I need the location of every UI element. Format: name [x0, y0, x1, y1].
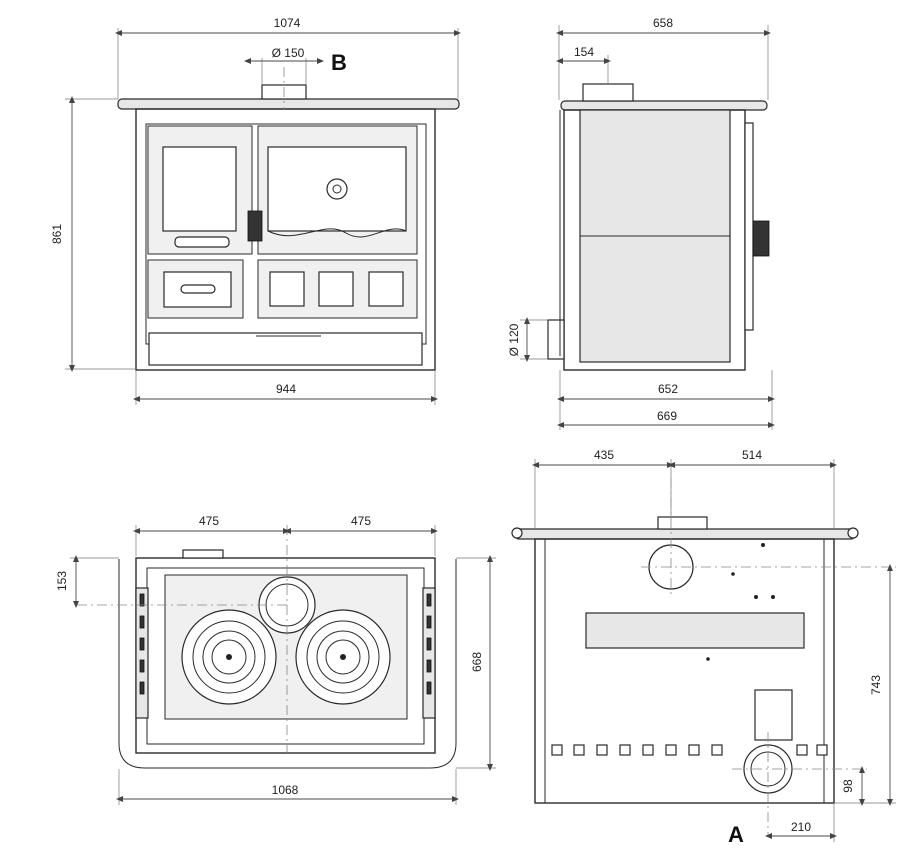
right-vent-icon-2: [426, 615, 432, 629]
view-b-label: B: [331, 50, 347, 75]
right-side-vents: [422, 587, 436, 719]
top-rail: [118, 559, 457, 769]
rear-access-panel: [754, 689, 793, 741]
rear-screw-icon-1: [761, 543, 765, 547]
rear-screw-icon-3: [754, 595, 758, 599]
front-plinth: [148, 332, 423, 366]
rear-bottom-vent-3: [596, 744, 608, 756]
side-view: 658 154 Ø 120 652 669: [507, 16, 775, 430]
door-latch-icon: [247, 210, 263, 242]
rear-inner-panel: [544, 538, 825, 804]
right-vent-icon-3: [426, 637, 432, 651]
top-width-label: 1068: [272, 783, 299, 797]
front-flue-diameter-label: Ø 150: [272, 46, 305, 60]
rear-bottom-vent-4: [619, 744, 631, 756]
left-hotplate-center: [226, 654, 232, 660]
top-left-offset-label: 475: [199, 514, 219, 528]
top-flue-stub: [182, 549, 224, 559]
rear-right-offset-label: 514: [742, 448, 762, 462]
rear-bottom-vent-7: [688, 744, 700, 756]
left-vent-icon-1: [139, 593, 145, 607]
right-hotplate-ring-2: [316, 630, 370, 684]
right-vent-icon-1: [426, 593, 432, 607]
thermometer-dial-icon: [332, 184, 342, 194]
rear-view: 435 514 743 98 210 A: [511, 448, 896, 847]
rear-left-offset-label: 435: [594, 448, 614, 462]
rear-cooktop-rim: [514, 528, 856, 540]
firebox-window: [162, 146, 237, 232]
side-cooktop-rim: [560, 100, 768, 111]
top-right-offset-label: 475: [351, 514, 371, 528]
right-vent-icon-4: [426, 659, 432, 673]
rear-vent-bar: [585, 612, 805, 649]
front-body: [135, 108, 436, 371]
left-hotplate-ring-2: [202, 630, 256, 684]
rear-bottom-vent-5: [642, 744, 654, 756]
right-hotplate-center: [340, 654, 346, 660]
rear-screw-icon-2: [731, 572, 735, 576]
side-front-doors: [744, 122, 754, 331]
rear-outlet-height-label: 98: [841, 779, 855, 793]
side-flue-collar: [582, 83, 634, 102]
right-vent-icon-5: [426, 681, 432, 695]
side-depth-total-label: 669: [657, 409, 677, 423]
side-flue-offset-label: 154: [574, 45, 594, 59]
front-view: 1074 Ø 150 B 861 944: [50, 16, 461, 405]
rear-screw-icon-4: [771, 595, 775, 599]
left-hotplate-ring-3: [211, 639, 247, 675]
front-cooktop-rim: [117, 98, 460, 110]
front-width-bottom-label: 944: [276, 382, 296, 396]
rear-bottom-vent-9: [796, 744, 808, 756]
rear-left-handle-icon: [511, 527, 523, 539]
view-a-label: A: [728, 822, 744, 847]
oven-handle-curve: [267, 228, 407, 238]
right-hotplate-ring-1: [306, 620, 380, 694]
left-vent-icon-5: [139, 681, 145, 695]
top-view: 475 475 153 668 1068: [55, 514, 496, 805]
rear-outlet-offset-label: 210: [791, 820, 811, 834]
air-regulator-upper: [174, 236, 230, 248]
lower-panel-left: [269, 271, 305, 307]
top-flue-depth-label: 153: [55, 571, 69, 591]
side-rear-outlet: [547, 319, 565, 360]
rear-right-handle-icon: [847, 527, 859, 539]
rear-height-label: 743: [869, 675, 883, 695]
air-regulator-lower: [180, 284, 216, 294]
rear-bottom-vent-1: [551, 744, 563, 756]
left-vent-icon-2: [139, 615, 145, 629]
rear-bottom-vent-10: [816, 744, 828, 756]
side-depth-top-label: 658: [653, 16, 673, 30]
thermometer-icon: [326, 178, 348, 200]
front-height-label: 861: [50, 224, 64, 244]
rear-bottom-vent-8: [711, 744, 723, 756]
left-hotplate-ring-1: [192, 620, 266, 694]
side-outlet-diameter-label: Ø 120: [507, 323, 521, 356]
front-width-top-label: 1074: [274, 16, 301, 30]
left-side-vents: [135, 587, 149, 719]
right-hotplate-ring-3: [325, 639, 361, 675]
lower-panel-right: [368, 271, 404, 307]
side-latch-icon: [752, 220, 770, 257]
top-depth-label: 668: [470, 652, 484, 672]
left-vent-icon-4: [139, 659, 145, 673]
rear-flue-stub: [657, 516, 708, 530]
side-depth-body-label: 652: [658, 382, 678, 396]
rear-screw-icon-5: [706, 657, 710, 661]
rear-bottom-vent-6: [665, 744, 677, 756]
left-vent-icon-3: [139, 637, 145, 651]
lower-panel-center: [318, 271, 354, 307]
rear-bottom-vent-2: [573, 744, 585, 756]
